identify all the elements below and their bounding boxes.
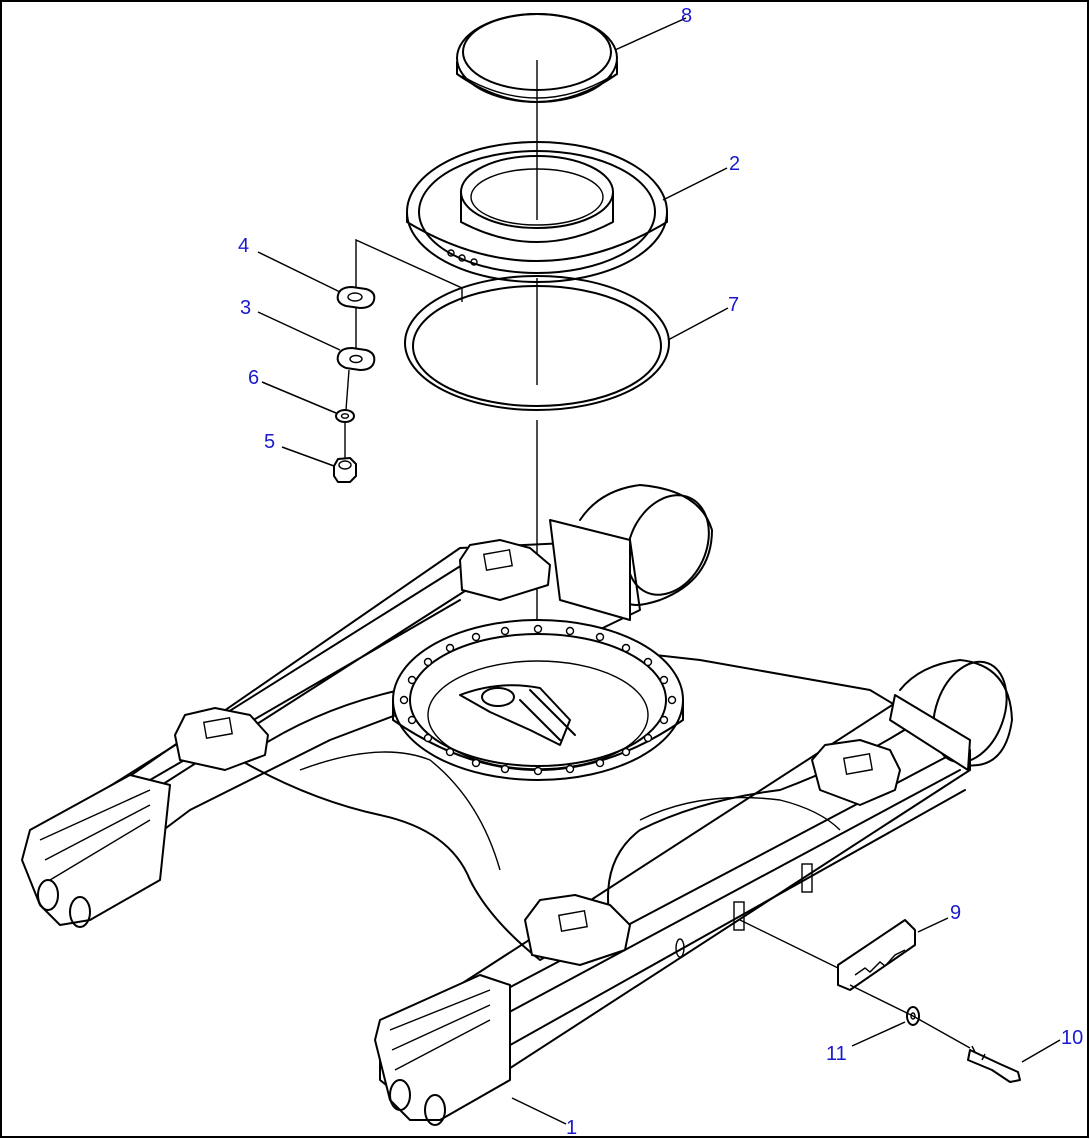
part-3-plate — [336, 347, 376, 371]
callout-1: 1 — [566, 1117, 577, 1139]
hardware-axis — [344, 238, 463, 458]
part-4-plate — [336, 286, 376, 309]
callout-4: 4 — [238, 235, 249, 257]
callout-9: 9 — [950, 902, 961, 924]
callout-3: 3 — [240, 297, 251, 319]
part-10-bolt — [849, 984, 1021, 1083]
callout-5: 5 — [264, 431, 275, 453]
callout-6: 6 — [248, 367, 259, 389]
part-5-nut — [333, 457, 357, 483]
callout-11: 11 — [826, 1043, 847, 1065]
callout-2: 2 — [729, 153, 740, 175]
callout-7: 7 — [728, 294, 739, 316]
callout-10: 10 — [1061, 1027, 1083, 1049]
leader-lines — [257, 17, 1061, 1125]
part-6-washer — [335, 409, 355, 423]
callout-labels: 8 2 7 4 3 6 5 1 9 10 11 — [238, 5, 1083, 1139]
bolt-holes — [399, 624, 677, 776]
part-1-track-frame — [21, 484, 1013, 1126]
part-9-plate — [739, 919, 916, 991]
callout-8: 8 — [681, 5, 692, 27]
